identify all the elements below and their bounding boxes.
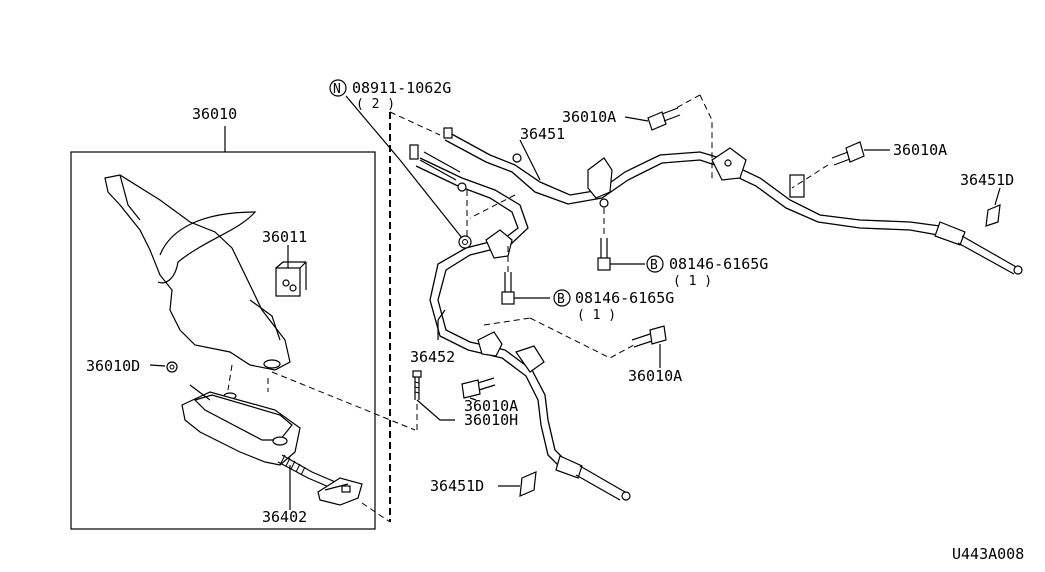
nut-symbol-n: N [333,82,341,97]
callout-36402: 36402 [262,508,307,526]
callout-36452: 36452 [410,348,455,366]
callout-36010: 36010 [192,105,237,123]
cable-bracket-lower [477,229,545,373]
lever-assembly-frame [70,151,376,530]
cable-bracket-mid [587,157,613,199]
lever-nut [166,361,178,373]
bolt-part-number-upper: 08146-6165G [669,255,768,273]
nut-quantity: ( 2 ) [356,97,395,112]
bolt-part-number-lower: 08146-6165G [575,289,674,307]
bolt-quantity-upper: ( 1 ) [673,274,712,289]
bolt-08146-upper [597,238,611,271]
bolt-36010h [412,370,422,400]
callout-36010h: 36010H [464,411,518,429]
bolt-36010a-low [461,377,496,399]
bolt-36010a-top [647,107,681,131]
adjuster-rod [277,454,341,491]
bolt-quantity-lower: ( 1 ) [577,308,616,323]
bolt-36010a-mid [631,325,667,348]
parking-brake-lever [104,174,291,400]
callout-36010a-mid: 36010A [628,367,682,385]
secondary-cable [409,144,571,473]
lever-clip [275,261,307,297]
cable-nut [457,153,609,249]
bolt-symbol-b-upper: B [650,258,658,273]
bolt-symbol-b-lower: B [557,292,565,307]
lever-boot [181,391,301,466]
bolt-36010a-right [831,141,865,166]
callout-36010a-low: 36010A [464,397,518,415]
diagram-id: U443A008 [952,545,1024,563]
equalizer-bracket [317,477,363,506]
nut-part-number: 08911-1062G [352,79,451,97]
front-cable-36451 [443,127,721,205]
bolt-symbol-circle-upper [646,255,664,273]
callout-36010a-top: 36010A [562,108,616,126]
callout-36451d-right: 36451D [960,171,1014,189]
callout-36010d: 36010D [86,357,140,375]
callout-36451d-low: 36451D [430,477,484,495]
callout-36011: 36011 [262,228,307,246]
bolt-symbol-circle-lower [553,289,571,307]
rear-cable-left-end [555,455,631,501]
cable-bracket-upper [711,147,747,181]
bolt-08146-lower [501,272,515,305]
callout-36010a-right: 36010A [893,141,947,159]
cable-lock-plate-low [519,471,537,497]
cable-lock-plate-right [985,204,1001,227]
callout-36451: 36451 [520,125,565,143]
nut-symbol-circle [329,79,347,97]
rear-cable-right [717,159,1023,275]
